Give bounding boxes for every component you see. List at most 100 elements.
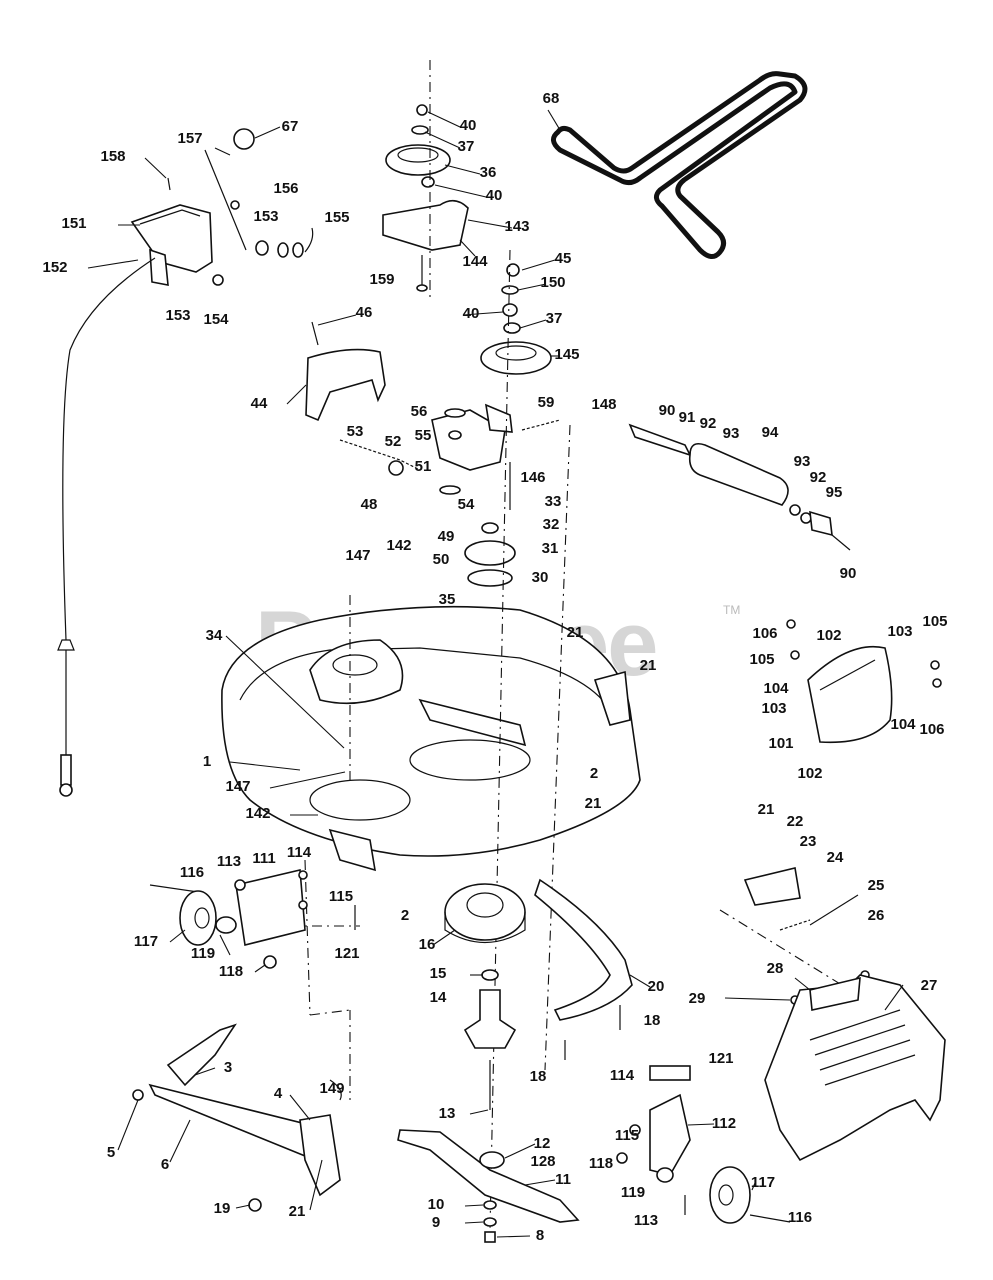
part-label-9: 9	[432, 1214, 440, 1231]
part-label-2: 2	[590, 765, 598, 782]
part-label-105: 105	[922, 613, 947, 630]
mower-deck-part-1	[221, 605, 641, 872]
part-label-21: 21	[567, 624, 584, 641]
part-label-20: 20	[648, 978, 665, 995]
part-label-117: 117	[751, 1174, 775, 1191]
part-label-159: 159	[369, 271, 394, 288]
front-link-assembly	[132, 1023, 342, 1212]
part-label-90: 90	[840, 565, 857, 582]
hanger-bracket-part-20	[534, 878, 633, 1060]
part-label-29: 29	[689, 990, 706, 1007]
part-label-143: 143	[504, 218, 529, 235]
part-label-92: 92	[700, 415, 717, 432]
part-label-148: 148	[591, 396, 616, 413]
part-label-113: 113	[217, 853, 241, 870]
part-label-121: 121	[334, 945, 359, 962]
part-label-33: 33	[545, 493, 562, 510]
part-label-31: 31	[542, 540, 559, 557]
part-label-118: 118	[589, 1155, 613, 1172]
part-label-59: 59	[538, 394, 555, 411]
part-label-48: 48	[361, 496, 378, 513]
part-label-142: 142	[245, 805, 270, 822]
part-label-116: 116	[788, 1209, 812, 1226]
part-label-104: 104	[890, 716, 916, 733]
part-label-149: 149	[319, 1080, 344, 1097]
part-label-113: 113	[634, 1212, 658, 1229]
part-label-1: 1	[203, 753, 211, 770]
part-label-119: 119	[621, 1184, 645, 1201]
part-label-54: 54	[458, 496, 475, 513]
part-label-21: 21	[758, 801, 775, 818]
part-label-34: 34	[206, 627, 223, 644]
part-label-28: 28	[767, 960, 784, 977]
part-label-36: 36	[480, 164, 497, 181]
part-label-119: 119	[191, 945, 215, 962]
part-label-4: 4	[274, 1085, 283, 1102]
part-label-147: 147	[225, 778, 250, 795]
part-label-114: 114	[610, 1067, 635, 1084]
part-label-114: 114	[287, 844, 312, 861]
belt-guard-part-44	[305, 321, 386, 422]
part-label-15: 15	[430, 965, 447, 982]
part-label-121: 121	[708, 1050, 733, 1067]
part-label-40: 40	[486, 187, 503, 204]
part-label-102: 102	[797, 765, 822, 782]
part-label-5: 5	[107, 1144, 115, 1161]
part-label-37: 37	[546, 310, 563, 327]
part-label-55: 55	[415, 427, 432, 444]
part-label-6: 6	[161, 1156, 169, 1173]
gauge-wheel-right	[616, 1065, 791, 1224]
part-label-68: 68	[543, 90, 560, 107]
part-label-147: 147	[345, 547, 370, 564]
part-label-14: 14	[430, 989, 447, 1006]
part-label-151: 151	[61, 215, 86, 232]
part-label-155: 155	[324, 209, 349, 226]
part-label-92: 92	[810, 469, 827, 486]
part-label-142: 142	[386, 537, 411, 554]
assembly-center-lines	[290, 60, 851, 1231]
part-label-106: 106	[919, 721, 944, 738]
gauge-wheel-left	[149, 869, 356, 969]
part-label-115: 115	[329, 888, 353, 905]
part-label-56: 56	[411, 403, 428, 420]
spindle-assembly	[444, 883, 526, 1110]
part-label-146: 146	[520, 469, 545, 486]
part-label-2: 2	[401, 907, 409, 924]
part-label-117: 117	[134, 933, 158, 950]
part-label-115: 115	[615, 1127, 639, 1144]
part-label-111: 111	[252, 850, 275, 867]
part-label-26: 26	[868, 907, 885, 924]
part-label-40: 40	[463, 305, 480, 322]
part-label-45: 45	[555, 250, 572, 267]
part-label-19: 19	[214, 1200, 231, 1217]
part-label-13: 13	[439, 1105, 456, 1122]
part-label-156: 156	[273, 180, 298, 197]
part-label-11: 11	[555, 1171, 571, 1188]
part-label-101: 101	[768, 735, 793, 752]
idler-arm-assembly	[339, 403, 561, 587]
part-label-153: 153	[165, 307, 190, 324]
part-label-116: 116	[180, 864, 204, 881]
part-label-103: 103	[761, 700, 786, 717]
part-label-104: 104	[763, 680, 789, 697]
part-label-18: 18	[644, 1012, 661, 1029]
part-label-67: 67	[282, 118, 299, 135]
part-label-16: 16	[419, 936, 436, 953]
part-label-90: 90	[659, 402, 676, 419]
part-label-95: 95	[826, 484, 843, 501]
part-label-118: 118	[219, 963, 243, 980]
leader-lines	[87, 109, 904, 1238]
part-label-102: 102	[816, 627, 841, 644]
part-label-128: 128	[530, 1153, 555, 1170]
part-label-152: 152	[42, 259, 67, 276]
part-label-8: 8	[536, 1227, 544, 1244]
part-label-51: 51	[415, 458, 432, 475]
part-label-27: 27	[921, 977, 938, 994]
part-label-150: 150	[540, 274, 565, 291]
part-label-103: 103	[887, 623, 912, 640]
part-label-49: 49	[438, 528, 455, 545]
part-label-25: 25	[868, 877, 885, 894]
part-label-44: 44	[251, 395, 268, 412]
